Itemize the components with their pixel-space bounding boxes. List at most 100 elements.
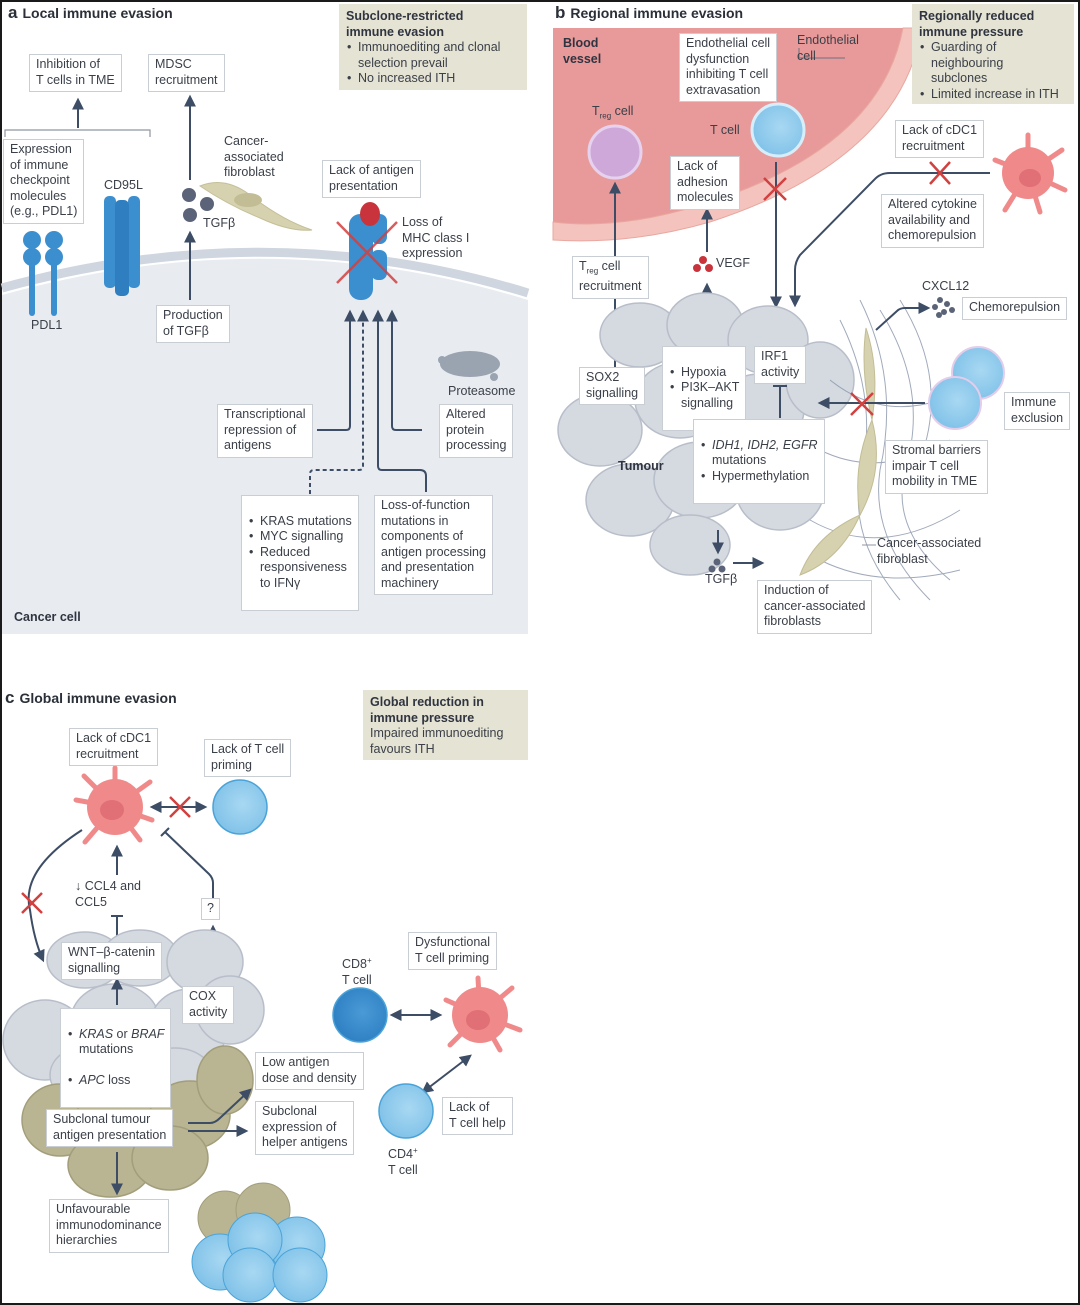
- subclonal-presentation-box: Subclonal tumour antigen presentation: [46, 1109, 174, 1147]
- dysfunctional-priming-box: Dysfunctional T cell priming: [408, 932, 498, 970]
- treg-sub: reg: [586, 266, 599, 276]
- transcriptional-box: Transcriptional repression of antigens: [217, 404, 313, 458]
- sox2-box: SOX2 signalling: [579, 367, 646, 405]
- cd95l-label: CD95L: [104, 178, 143, 192]
- blood-vessel: [553, 28, 903, 224]
- cytokine-box: Altered cytokine availability and chemor…: [881, 194, 984, 248]
- gene-name: KRAS: [79, 1026, 114, 1041]
- tgfb-label: TGFβ: [203, 216, 236, 230]
- note-title: Global reduction in immune pressure: [370, 695, 484, 725]
- tumour-label: Tumour: [618, 459, 664, 473]
- t-cell-icon: [212, 779, 268, 835]
- cdc1-recruitment-box: Lack of cDC1 recruitment: [69, 728, 159, 766]
- low-antigen-box: Low antigen dose and density: [255, 1052, 364, 1090]
- bullet-item: Hypermethylation: [701, 469, 818, 485]
- pdl1-receptor-icon: [23, 231, 63, 316]
- hypoxia-box: HypoxiaPI3K–AKT signalling: [662, 346, 747, 431]
- plus-sign: +: [413, 1146, 418, 1155]
- wnt-box: WNT–β-catenin signalling: [61, 942, 163, 980]
- adhesion-box: Lack of adhesion molecules: [670, 156, 741, 210]
- note-bullet: Limited increase in ITH: [920, 87, 1068, 103]
- cd8-t-cell-icon: [332, 987, 388, 1043]
- panel-title-text: Regional immune evasion: [570, 5, 744, 21]
- cxcl12-molecule-icon: [932, 297, 955, 318]
- cancer-cell-label: Cancer cell: [14, 610, 81, 624]
- t-cell-help-box: Lack of T cell help: [442, 1097, 513, 1135]
- cd95l-receptor-icon: [104, 196, 140, 296]
- cross-icon: [336, 221, 398, 284]
- proteasome-icon: [438, 351, 500, 381]
- cd8-tail: T cell: [342, 972, 372, 987]
- note-title: Regionally reduced immune pressure: [919, 9, 1035, 39]
- panel-b-art: [552, 27, 1068, 601]
- excluded-t-cell-icon: [928, 376, 982, 430]
- bullet-item: APC loss: [68, 1073, 164, 1089]
- oncogene-box: KRAS or BRAF mutations APC loss: [60, 1008, 172, 1108]
- unknown-mechanism-box: ?: [201, 898, 220, 920]
- note-title: Subclone-restricted immune evasion: [346, 9, 464, 39]
- bullet-item: Hypoxia: [670, 365, 739, 381]
- treg-main: T: [579, 259, 587, 273]
- oncogenic-signalling-box: KRAS mutationsMYC signallingReduced resp…: [241, 495, 359, 611]
- endothelial-dysfunction-box: Endothelial cell dysfunction inhibiting …: [679, 33, 778, 102]
- cd4-t-cell-icon: [378, 1083, 434, 1139]
- caf-label: Cancer-associated fibroblast: [877, 536, 982, 566]
- panel-letter: b: [555, 3, 566, 22]
- pdl1-label: PDL1: [31, 318, 63, 332]
- treg-cell-label: Treg cell: [592, 104, 633, 124]
- bullet-text: or: [113, 1026, 132, 1041]
- panel-title-text: Global immune evasion: [19, 690, 177, 706]
- tgfb-molecule-icon: [708, 558, 726, 573]
- bullet-text: loss: [104, 1073, 131, 1087]
- idh-mutations-box: IDH1, IDH2, EGFR mutationsHypermethylati…: [693, 419, 825, 504]
- treg-tail: cell: [611, 104, 634, 118]
- panel-a-summary-note: Subclone-restricted immune evasion Immun…: [339, 4, 527, 90]
- checkpoint-bracket: [4, 129, 151, 137]
- endothelial-cell-label: Endothelial cell: [797, 33, 859, 63]
- treg-cell-icon: [587, 124, 643, 180]
- bullet-item: KRAS mutations: [249, 514, 352, 530]
- cd8-label: CD8+ T cell: [342, 953, 372, 988]
- bullet-text: mutations: [79, 1042, 134, 1056]
- note-text: Impaired immunoediting favours ITH: [370, 726, 504, 756]
- panel-letter: c: [5, 688, 15, 707]
- inhibition-box: Inhibition of T cells in TME: [29, 54, 122, 92]
- cox-box: COX activity: [182, 986, 235, 1024]
- panel-c-summary-note: Global reduction in immune pressure Impa…: [363, 690, 528, 760]
- mhc-loss-label: Loss of MHC class I expression: [402, 215, 470, 260]
- irf1-box: IRF1 activity: [754, 346, 807, 384]
- cd4-tail: T cell: [388, 1162, 418, 1177]
- proteasome-label: Proteasome: [448, 384, 516, 398]
- antigen-presentation-box: Lack of antigen presentation: [322, 160, 421, 198]
- plus-sign: +: [367, 956, 372, 965]
- gene-name: BRAF: [131, 1026, 165, 1041]
- cdc1-recruitment-box: Lack of cDC1 recruitment: [895, 120, 985, 158]
- panel-title-text: Local immune evasion: [22, 5, 173, 21]
- dendritic-cell-icon: [992, 132, 1068, 215]
- cxcl12-label: CXCL12: [922, 279, 970, 293]
- note-bullet: Immunoediting and clonal selection preva…: [347, 40, 521, 71]
- cd4-main: CD4: [388, 1147, 414, 1162]
- helper-antigens-box: Subclonal expression of helper antigens: [255, 1101, 355, 1155]
- cd4-label: CD4+ T cell: [388, 1143, 418, 1178]
- gene-names: IDH1, IDH2, EGFR: [712, 437, 818, 452]
- checkpoint-box: Expression of immune checkpoint molecule…: [3, 139, 85, 224]
- caf-label: Cancer- associated fibroblast: [224, 134, 284, 179]
- t-cell-label: T cell: [710, 123, 740, 137]
- gene-name: APC: [79, 1073, 105, 1087]
- cd8-main: CD8: [342, 957, 368, 972]
- loss-of-function-box: Loss-of-function mutations in components…: [374, 495, 493, 595]
- dendritic-cell-icon: [73, 765, 155, 845]
- mdsc-box: MDSC recruitment: [148, 54, 225, 92]
- note-bullet: Guarding of neighbouring subclones: [920, 40, 1068, 87]
- bullet-item: KRAS or BRAF mutations: [68, 1026, 165, 1058]
- caf-induction-box: Induction of cancer-associated fibroblas…: [757, 580, 873, 634]
- t-cell-priming-box: Lack of T cell priming: [204, 739, 292, 777]
- fibroblast-icon: [198, 182, 313, 231]
- treg-recruitment-box: Treg cell recruitment: [572, 256, 649, 299]
- chemorepulsion-box: Chemorepulsion: [962, 297, 1068, 320]
